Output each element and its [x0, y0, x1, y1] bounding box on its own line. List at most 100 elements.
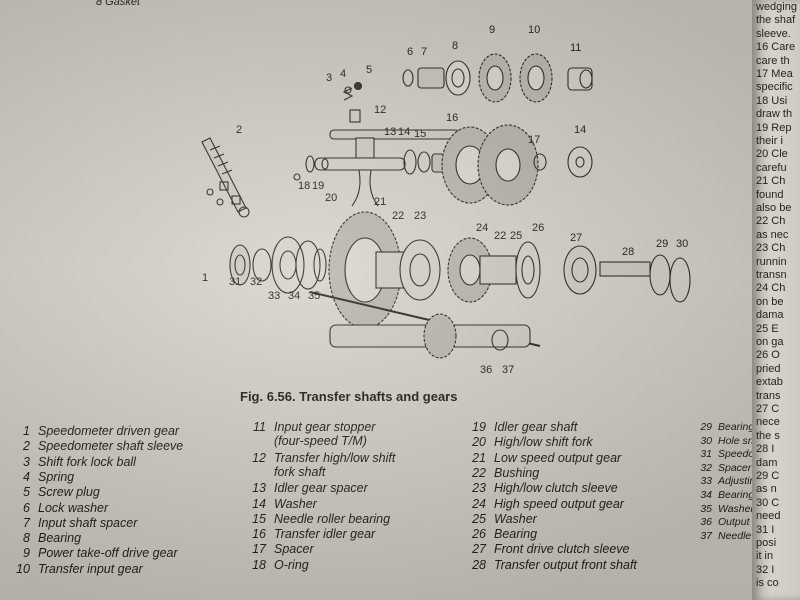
facing-page-line: it in: [756, 550, 774, 563]
callout: 11: [570, 42, 582, 54]
legend-text: Bearing: [718, 489, 755, 501]
legend-number: 30: [700, 434, 712, 447]
facing-page-line: need: [756, 510, 781, 523]
legend-text: Transfer high/low shift: [274, 450, 396, 465]
legend-text: Needle roller bearing: [274, 511, 391, 526]
legend-number: 36: [700, 516, 712, 529]
facing-page-line: as nec: [756, 228, 789, 241]
callout: 3: [326, 72, 333, 84]
facing-page-line: nece: [756, 416, 780, 429]
legend-number: 17: [252, 542, 266, 557]
callout: 4: [340, 68, 347, 80]
facing-page-line: is co: [756, 577, 779, 590]
legend-number: 32: [700, 461, 712, 474]
facing-page-line: 20 Cle: [756, 148, 788, 161]
callout: 14: [398, 126, 411, 138]
legend-number: 5: [23, 485, 30, 500]
callout: 16: [446, 112, 459, 124]
callout: 26: [532, 222, 545, 234]
facing-page-line: care th: [756, 54, 790, 67]
legend-text: Washer: [274, 496, 317, 511]
facing-page-line: 17 Mea: [756, 68, 793, 80]
facing-page-line: trans: [756, 389, 781, 402]
callout: 21: [374, 196, 387, 208]
legend-text: Spring: [38, 469, 75, 484]
facing-page-line: pried: [756, 362, 781, 375]
facing-page-line: extab: [756, 376, 783, 389]
callout: 2: [236, 124, 243, 136]
callout: 1: [202, 272, 209, 284]
legend-text: Washer: [494, 511, 537, 526]
legend-number: 14: [252, 496, 266, 511]
callout: 29: [656, 238, 669, 250]
legend-text: Shift fork lock ball: [38, 454, 136, 469]
legend-number: 19: [472, 420, 486, 434]
input-shaft-stack: [402, 53, 593, 103]
legend-text: High/low shift fork: [494, 435, 593, 450]
callout: 7: [421, 46, 428, 58]
facing-page-line: 18 Usi: [756, 94, 788, 107]
legend-item: 25 Washer: [462, 512, 537, 526]
callout: 13: [384, 126, 397, 138]
legend-item: 34 Bearing: [692, 488, 754, 502]
legend-text: Adjusting: [718, 475, 762, 488]
legend-text: Output: [718, 516, 750, 529]
legend-number: 4: [23, 469, 30, 484]
callout: 15: [414, 128, 427, 140]
callout: 18: [298, 180, 311, 192]
legend-text: Bushing: [494, 465, 540, 480]
legend-number: 26: [472, 527, 486, 542]
facing-page-line: on ga: [756, 336, 784, 348]
callout: 34: [288, 290, 301, 302]
legend-number: 24: [472, 496, 486, 511]
legend-number: 16: [252, 527, 266, 542]
legend-text: Bearing: [38, 531, 82, 546]
facing-page-line: 28 I: [756, 443, 775, 456]
legend-number: 3: [23, 454, 30, 469]
callout: 5: [366, 64, 373, 76]
legend-text: Bearing: [718, 421, 755, 433]
facing-page-line: 29 C: [756, 470, 780, 482]
callout: 25: [510, 230, 523, 242]
facing-page-line: 24 Ch: [756, 282, 786, 295]
callout: 36: [480, 364, 493, 376]
legend-item: 36 Output: [692, 515, 750, 529]
callout: 17: [528, 134, 541, 146]
legend-number: 34: [700, 489, 712, 501]
legend-text: High speed output gear: [494, 496, 624, 511]
facing-page-line: also be: [756, 202, 792, 214]
callout: 22: [392, 210, 405, 222]
legend-number: 29: [700, 421, 712, 433]
legend-text: High/low clutch sleeve: [494, 481, 618, 496]
callout: 32: [250, 276, 263, 288]
facing-page-line: wedging: [756, 1, 797, 13]
callout: 22: [494, 230, 507, 242]
facing-page-line: 19 Rep: [756, 121, 792, 134]
facing-page-line: posi: [756, 537, 777, 549]
callout: 24: [476, 222, 489, 234]
callout: 19: [312, 180, 325, 192]
facing-page-line: 31 I: [756, 523, 775, 536]
facing-page-line: the shaf: [756, 14, 796, 27]
legend-item: 3 Shift fork lock ball: [6, 455, 136, 469]
speedometer-assembly: [201, 137, 250, 218]
idler-gear-assembly: [293, 124, 593, 206]
legend-text: Speedometer driven gear: [38, 424, 180, 438]
legend-number: 25: [472, 511, 486, 526]
facing-page-line: transn: [756, 269, 787, 281]
facing-page-line: the s: [756, 429, 780, 442]
facing-page-line: found: [756, 188, 784, 201]
legend-text: Speedometer shaft sleeve: [38, 439, 184, 454]
callout: 14: [574, 124, 587, 136]
